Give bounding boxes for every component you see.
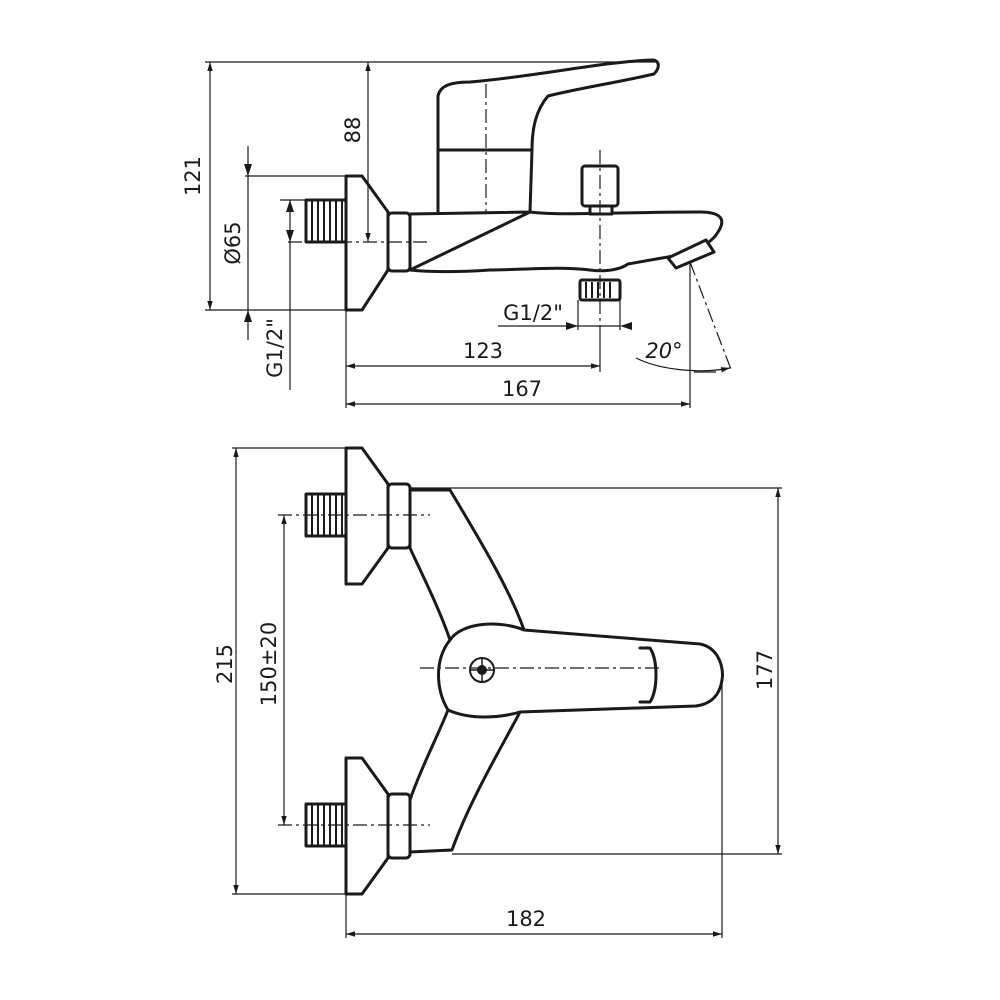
side-wall-flange — [344, 174, 390, 312]
side-view: 121 88 Ø65 G1/2" G1/2" 123 167 20° — [181, 58, 733, 408]
side-aerator — [666, 238, 716, 270]
top-upper-union-nut — [386, 482, 412, 550]
dim-label-20-degree: 20° — [645, 339, 682, 363]
dim-label-150: 150±20 — [257, 622, 281, 706]
dim-label-123: 123 — [463, 339, 503, 363]
dim-label-outlet-thread: G1/2" — [503, 301, 563, 325]
side-inlet-thread — [304, 198, 348, 244]
dim-label-182: 182 — [506, 907, 546, 931]
brand-logo-icon — [469, 657, 495, 683]
dim-label-diameter-65: Ø65 — [221, 221, 245, 264]
dim-label-177: 177 — [753, 650, 777, 690]
dim-label-121: 121 — [181, 156, 205, 196]
dim-label-167: 167 — [502, 377, 542, 401]
dim-label-215: 215 — [213, 644, 237, 684]
dim-arc-20-degree — [635, 357, 731, 373]
top-lower-wall-flange — [344, 756, 390, 896]
top-lever-grip — [446, 622, 658, 719]
side-lever-handle — [436, 58, 660, 152]
dim-label-88: 88 — [341, 117, 365, 144]
top-upper-wall-flange — [344, 446, 390, 586]
top-view: 215 150±20 177 182 — [213, 446, 782, 938]
top-mixer-body — [408, 488, 724, 854]
top-lower-union-nut — [386, 792, 412, 860]
dim-label-inlet-thread: G1/2" — [263, 318, 287, 378]
